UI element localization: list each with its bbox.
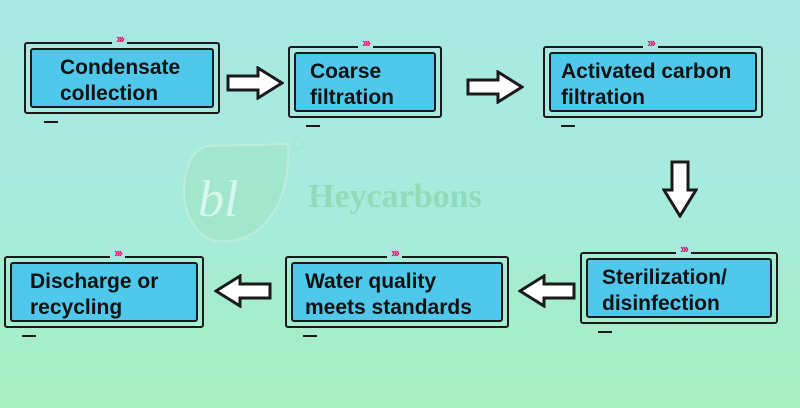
watermark-brand-text: Heycarbons — [308, 178, 482, 215]
chevron-decoration: ››› — [387, 246, 402, 259]
frame-tick — [303, 335, 317, 337]
step-frame — [4, 256, 204, 328]
step-coarse-filtration: Coarse filtration ››› — [288, 36, 442, 127]
frame-tick — [22, 335, 36, 337]
step-label: Sterilization/ disinfection — [586, 258, 772, 318]
frame-tick — [598, 331, 612, 333]
arrow-left-icon — [518, 274, 576, 308]
step-sterilization-disinfection: Sterilization/ disinfection ››› — [580, 242, 778, 333]
step-label: Coarse filtration — [294, 52, 436, 112]
chevron-decoration: ››› — [358, 36, 373, 49]
step-label: Activated carbon filtration — [549, 52, 757, 112]
frame-tick — [44, 121, 58, 123]
step-label: Discharge or recycling — [10, 262, 198, 322]
step-label: Condensate collection — [30, 48, 214, 108]
frame-tick — [561, 125, 575, 127]
watermark-logo-letters: bl — [198, 171, 238, 228]
arrow-down-icon — [662, 160, 698, 218]
chevron-decoration: ››› — [643, 36, 658, 49]
step-condensate-collection: Condensate collection ››› — [24, 32, 220, 123]
chevron-decoration: ››› — [112, 32, 127, 45]
arrow-left-icon — [214, 274, 272, 308]
arrow-right-icon — [226, 66, 284, 100]
step-discharge-or-recycling: Discharge or recycling ››› — [4, 246, 204, 337]
frame-tick — [306, 125, 320, 127]
step-activated-carbon-filtration: Activated carbon filtration ››› — [543, 36, 763, 127]
arrow-right-icon — [466, 70, 524, 104]
heycarbons-logo-watermark: bl — [182, 138, 304, 243]
step-label: Water quality meets standards — [291, 262, 503, 322]
chevron-decoration: ››› — [110, 246, 125, 259]
step-water-quality-meets-standards: Water quality meets standards ››› — [285, 246, 509, 337]
chevron-decoration: ››› — [676, 242, 691, 255]
